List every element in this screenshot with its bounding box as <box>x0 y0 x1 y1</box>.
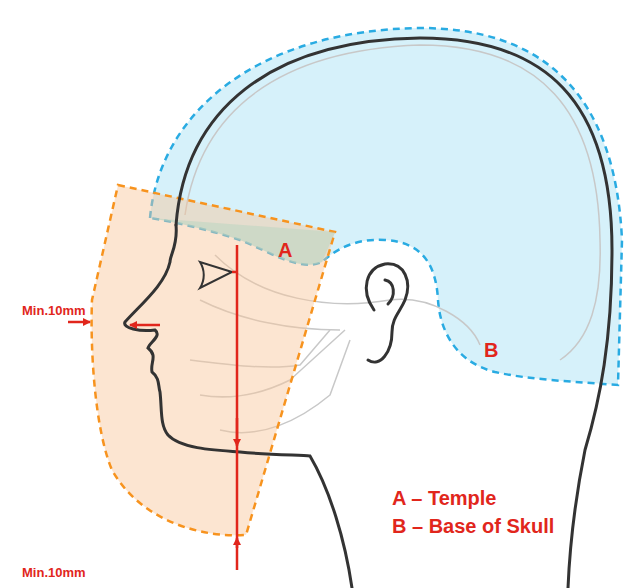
zone-key: B – Base of Skull <box>392 516 554 536</box>
eye <box>200 262 232 288</box>
dimension-label: Min.10mm <box>22 566 86 579</box>
zone-letter: B <box>484 340 498 360</box>
temple-overlap <box>150 218 335 265</box>
dimension-label: Min.10mm <box>22 304 86 317</box>
face-shield-zone <box>92 185 335 535</box>
dimension-lines <box>68 245 237 570</box>
zone-letter: A <box>278 240 292 260</box>
zone-key: A – Temple <box>392 488 496 508</box>
head-outline <box>125 38 612 588</box>
